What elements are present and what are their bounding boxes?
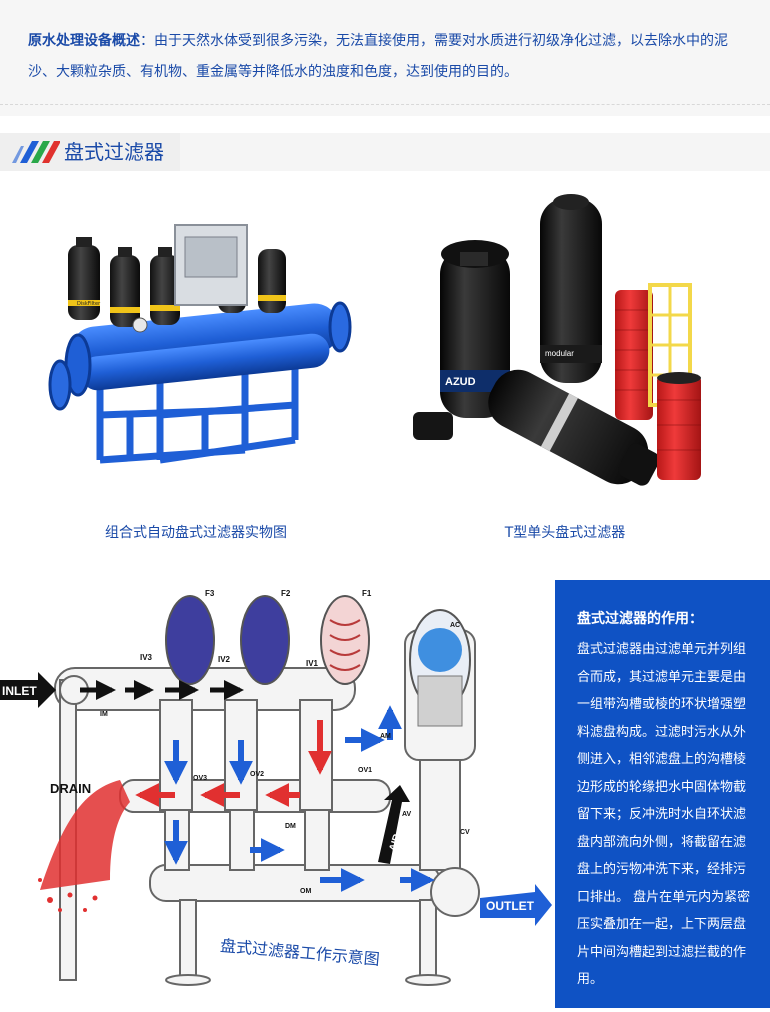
section-header-tail [180,133,770,171]
label-im: IM [100,711,108,718]
panel-title: 盘式过滤器的作用： [577,611,703,627]
section-header: 盘式过滤器 [0,133,770,171]
diagram-svg: INLET OUTLET DRAIN AIR F3 F2 F1 IV3 IV2 … [0,589,552,986]
label-iv2: IV2 [218,655,231,664]
t-type-filter-image: modular AZUD [413,194,701,486]
intro-section: 原水处理设备概述：由于天然水体受到很多污染，无法直接使用，需要对水质进行初级净化… [0,0,770,116]
right-brand-text: AZUD [445,376,476,388]
intro-label: 原水处理设备概述 [28,33,140,49]
label-am: AM [380,733,391,740]
label-f1: F1 [362,589,372,598]
label-f2: F2 [281,589,291,598]
working-diagram: INLET OUTLET DRAIN AIR F3 F2 F1 IV3 IV2 … [0,580,555,1008]
label-air: AIR [387,832,403,853]
label-ov3: OV3 [193,775,207,782]
left-brand-text: DiskFilter [77,301,101,307]
intro-paragraph: 原水处理设备概述：由于天然水体受到很多污染，无法直接使用，需要对水质进行初级净化… [28,26,744,88]
label-cv: CV [460,829,470,836]
right-brand-sub-text: modular [545,349,574,358]
label-dm: DM [285,823,296,830]
label-om: OM [300,888,311,895]
label-f3: F3 [205,589,215,598]
label-drain: DRAIN [50,781,91,796]
label-iv3: IV3 [140,653,153,662]
stripes-icon [12,141,60,163]
right-photo-caption: T型单头盘式过滤器 [504,525,626,541]
label-inlet: INLET [2,684,37,698]
label-iv1: IV1 [306,659,319,668]
left-photo-caption: 组合式自动盘式过滤器实物图 [105,525,287,541]
section-title: 盘式过滤器 [64,140,164,164]
label-outlet: OUTLET [486,899,535,913]
panel-body: 盘式过滤器由过滤单元并列组合而成，其过滤单元主要是由一组带沟槽或棱的环状增强塑料… [577,642,751,987]
intro-body: ：由于天然水体受到很多污染，无法直接使用，需要对水质进行初级净化过滤，以去除水中… [28,33,728,80]
combined-filter-image: DiskFilter [48,224,352,464]
function-panel: 盘式过滤器的作用： 盘式过滤器由过滤单元并列组合而成，其过滤单元主要是由一组带沟… [555,580,770,1008]
diagram-caption: 盘式过滤器工作示意图 [219,936,380,969]
divider [0,104,770,105]
label-ov1: OV1 [358,767,372,774]
label-ov2: OV2 [250,771,264,778]
label-av: AV [402,811,412,818]
label-ac: AC [450,622,460,629]
